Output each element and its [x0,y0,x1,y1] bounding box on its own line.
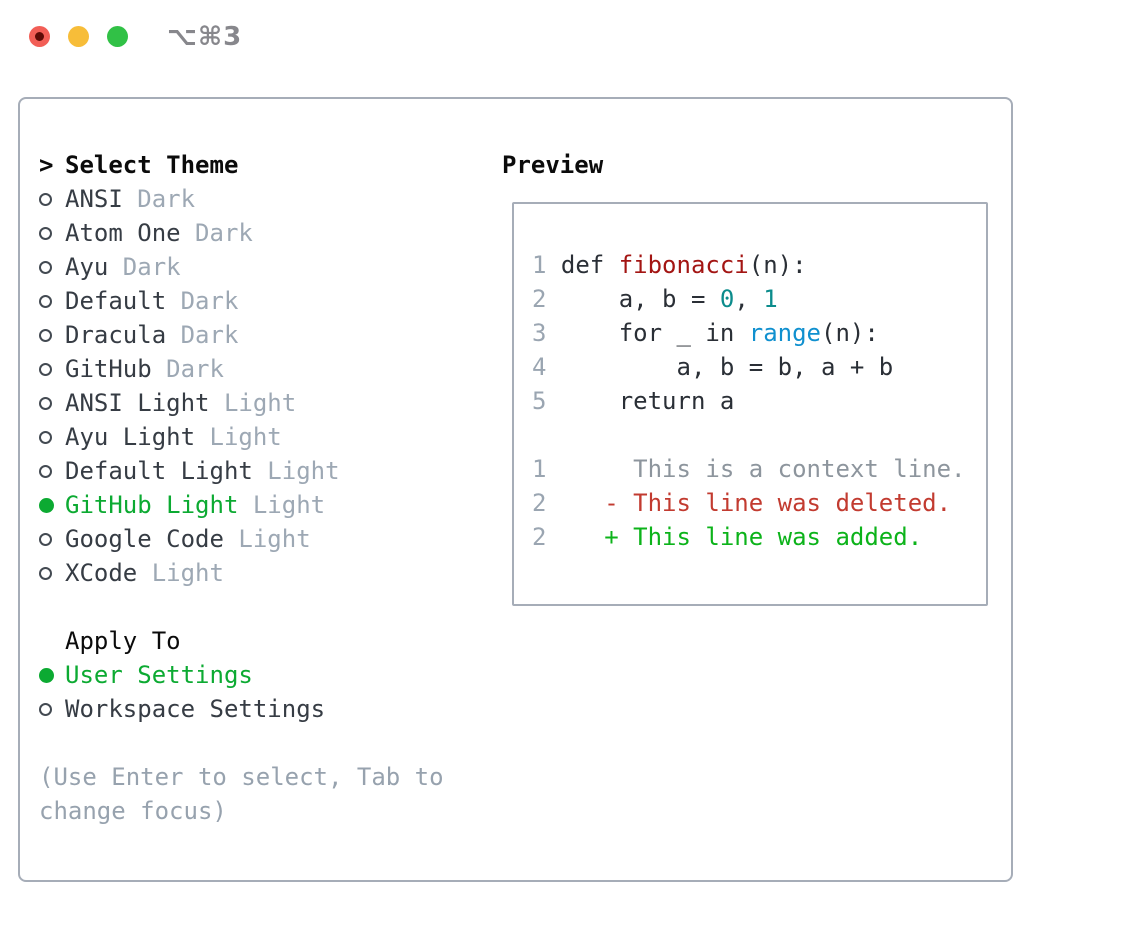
theme-option-label: Dracula [65,321,181,349]
preview-code: 1 def fibonacci(n): 2 a, b = 0, 1 3 for _ … [514,204,986,554]
radio-unselected-icon [39,362,52,376]
picker-header: > Select Theme [39,148,444,182]
theme-variant-label: Dark [180,287,239,315]
titlebar: ⌥⌘3 [0,0,1140,76]
spacer [39,726,444,760]
theme-option[interactable]: Atom One Dark [39,216,444,250]
theme-option-label: Ayu Light [65,423,210,451]
theme-option-label: GitHub Light [65,491,253,519]
minimize-button[interactable] [68,26,89,47]
apply-to-option-label: User Settings [65,661,253,689]
code-line: 2 + This line was added. [532,523,923,551]
theme-option[interactable]: GitHub Dark [39,352,444,386]
close-button[interactable] [29,26,50,47]
spacer [39,590,444,624]
radio-unselected-icon [39,566,52,580]
radio-selected-icon [39,667,54,683]
theme-option-label: ANSI [65,185,138,213]
theme-option[interactable]: Default Dark [39,284,444,318]
radio-unselected-icon [39,464,52,478]
theme-variant-label: Dark [180,321,239,349]
theme-option-label: GitHub [65,355,167,383]
radio-unselected-icon [39,294,52,308]
preview-title: Preview [502,151,604,179]
apply-to-option[interactable]: Workspace Settings [39,692,444,726]
theme-option[interactable]: XCode Light [39,556,444,590]
traffic-lights [29,26,128,47]
theme-option[interactable]: ANSI Dark [39,182,444,216]
theme-variant-label: Light [223,389,297,417]
apply-to-title: Apply To [65,627,181,655]
hint-text-line2: change focus) [39,797,227,825]
radio-unselected-icon [39,396,52,410]
code-line: 1 This is a context line. [532,455,966,483]
theme-option[interactable]: Dracula Dark [39,318,444,352]
theme-option[interactable]: Default Light Light [39,454,444,488]
theme-option[interactable]: GitHub Light Light [39,488,444,522]
preview-box: 1 def fibonacci(n): 2 a, b = 0, 1 3 for _ … [512,202,988,606]
code-line: 4 a, b = b, a + b [532,353,894,381]
window-shortcut-label: ⌥⌘3 [167,22,243,52]
theme-option[interactable]: ANSI Light Light [39,386,444,420]
theme-option-label: ANSI Light [65,389,224,417]
radio-unselected-icon [39,260,52,274]
radio-unselected-icon [39,702,52,716]
theme-variant-label: Dark [166,355,224,383]
theme-option[interactable]: Google Code Light [39,522,444,556]
radio-unselected-icon [39,532,52,546]
code-line: 2 - This line was deleted. [532,489,952,517]
code-line: 5 return a [532,387,735,415]
theme-option[interactable]: Ayu Light Light [39,420,444,454]
theme-variant-label: Light [209,423,282,451]
code-line [532,418,986,452]
apply-to-option-label: Workspace Settings [65,695,326,723]
radio-unselected-icon [39,328,52,342]
theme-option-label: Ayu [65,253,123,281]
theme-option-label: XCode [65,559,152,587]
prompt-icon: > [39,151,54,179]
theme-variant-label: Dark [195,219,253,247]
radio-selected-icon [39,497,54,513]
maximize-button[interactable] [107,26,128,47]
code-line: 1 def fibonacci(n): [532,251,807,279]
theme-variant-label: Light [252,491,326,519]
code-line: 3 for _ in range(n): [532,319,879,347]
theme-option-label: Google Code [65,525,239,553]
radio-unselected-icon [39,226,52,240]
theme-variant-label: Dark [122,253,181,281]
hint-text-line1: (Use Enter to select, Tab to [39,763,444,791]
theme-variant-label: Light [267,457,340,485]
theme-option[interactable]: Ayu Dark [39,250,444,284]
theme-variant-label: Light [151,559,224,587]
radio-unselected-icon [39,430,52,444]
apply-to-option[interactable]: User Settings [39,658,444,692]
picker-title: Select Theme [65,151,239,179]
radio-unselected-icon [39,192,52,206]
theme-option-label: Atom One [65,219,196,247]
theme-variant-label: Light [238,525,311,553]
apply-to-header: Apply To [39,624,444,658]
theme-variant-label: Dark [137,185,196,213]
theme-option-label: Default [65,287,181,315]
theme-option-label: Default Light [65,457,268,485]
code-line: 2 a, b = 0, 1 [532,285,778,313]
